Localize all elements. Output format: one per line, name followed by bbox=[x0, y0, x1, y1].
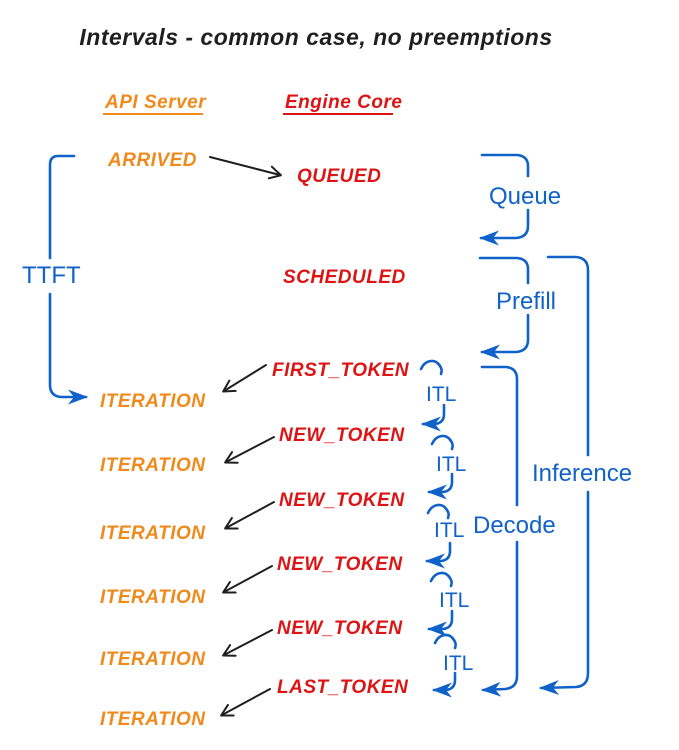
event-new-token-1: NEW_TOKEN bbox=[279, 425, 405, 446]
column-header-api-server: API Server bbox=[104, 92, 207, 113]
event-iteration-4: ITERATION bbox=[100, 587, 206, 608]
itl-arrow-1 bbox=[421, 403, 446, 432]
event-iteration-2: ITERATION bbox=[100, 455, 206, 476]
prefill-bracket-arrow bbox=[480, 313, 530, 360]
itl-brace-5 bbox=[433, 633, 457, 650]
itl-brace-3 bbox=[426, 503, 450, 520]
event-arrived: ARRIVED bbox=[107, 150, 197, 171]
inference-bracket-top bbox=[546, 255, 590, 457]
arrow-new-token-4-to-iteration-5 bbox=[222, 629, 273, 657]
event-new-token-3: NEW_TOKEN bbox=[277, 554, 403, 575]
arrow-first-token-to-iteration-1 bbox=[222, 364, 267, 393]
itl-label-5: ITL bbox=[443, 652, 473, 675]
event-queued: QUEUED bbox=[297, 166, 381, 187]
ttft-bracket-arrow bbox=[48, 292, 88, 405]
itl-arrow-5 bbox=[432, 671, 457, 698]
event-first-token: FIRST_TOKEN bbox=[272, 360, 410, 381]
itl-brace-1 bbox=[419, 359, 443, 376]
decode-bracket-arrow bbox=[481, 540, 519, 697]
arrow-new-token-1-to-iteration-2 bbox=[224, 436, 275, 464]
event-iteration-3: ITERATION bbox=[100, 523, 206, 544]
itl-label-1: ITL bbox=[426, 383, 456, 406]
event-last-token: LAST_TOKEN bbox=[277, 677, 409, 698]
itl-label-3: ITL bbox=[434, 519, 464, 542]
event-iteration-6: ITERATION bbox=[100, 709, 206, 730]
itl-arrow-2 bbox=[427, 472, 454, 500]
event-iteration-5: ITERATION bbox=[100, 649, 206, 670]
prefill-bracket-top bbox=[478, 256, 530, 285]
inference-bracket-arrow bbox=[539, 490, 590, 695]
itl-brace-4 bbox=[429, 571, 453, 588]
arrow-new-token-2-to-iteration-3 bbox=[224, 501, 275, 530]
arrow-new-token-3-to-iteration-4 bbox=[222, 565, 273, 594]
itl-brace-2 bbox=[430, 434, 454, 451]
queue-bracket-top bbox=[480, 153, 530, 178]
interval-prefill-label: Prefill bbox=[496, 288, 556, 315]
itl-arrow-4 bbox=[427, 609, 454, 637]
ttft-bracket-top bbox=[48, 154, 76, 260]
interval-queue-label: Queue bbox=[489, 183, 561, 210]
interval-decode-label: Decode bbox=[473, 512, 556, 539]
arrow-arrived-to-queued bbox=[209, 156, 282, 180]
itl-label-2: ITL bbox=[436, 453, 466, 476]
interval-ttft-label: TTFT bbox=[22, 262, 81, 289]
event-scheduled: SCHEDULED bbox=[283, 267, 406, 288]
column-header-engine-core: Engine Core bbox=[285, 92, 402, 113]
diagram-title: Intervals - common case, no preemptions bbox=[79, 24, 552, 50]
arrow-last-token-to-iteration-6 bbox=[220, 688, 271, 717]
interval-inference-label: Inference bbox=[532, 460, 632, 487]
itl-label-4: ITL bbox=[439, 589, 469, 612]
event-iteration-1: ITERATION bbox=[100, 391, 206, 412]
event-new-token-4: NEW_TOKEN bbox=[277, 618, 403, 639]
queue-bracket-arrow bbox=[479, 208, 530, 246]
event-new-token-2: NEW_TOKEN bbox=[279, 490, 405, 511]
decode-bracket-top bbox=[480, 365, 519, 507]
itl-arrow-3 bbox=[425, 541, 452, 569]
